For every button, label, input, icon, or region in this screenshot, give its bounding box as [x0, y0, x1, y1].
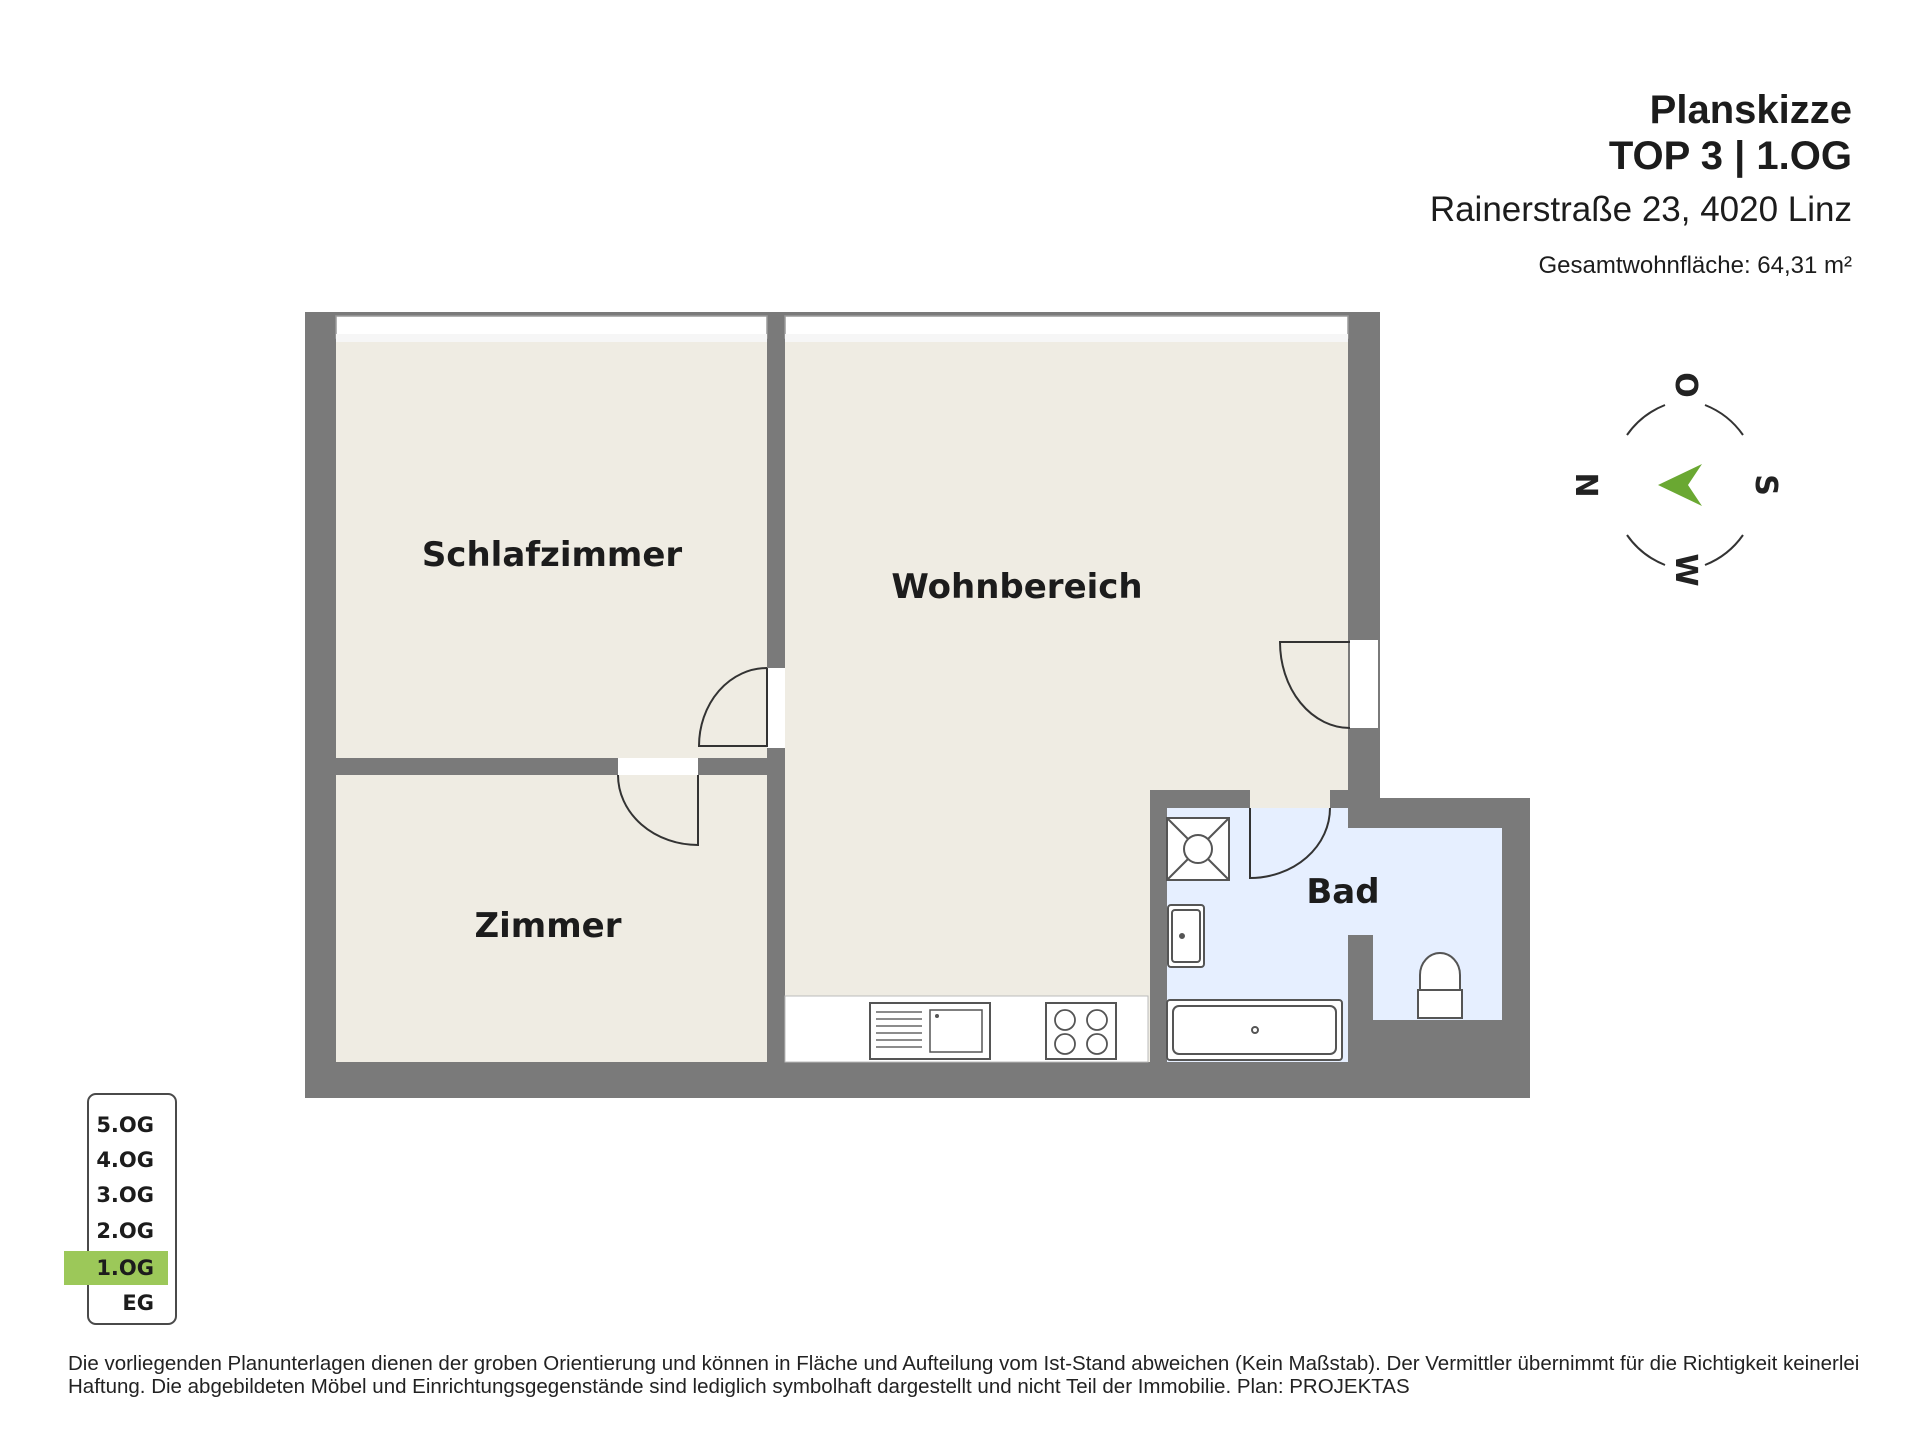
kitchen-sink: [869, 1002, 991, 1060]
kitchen-counter: [784, 995, 1149, 1063]
floor-selector: [87, 1093, 177, 1325]
doors: [617, 641, 1351, 880]
zimmer-floor: [336, 775, 767, 1062]
unit-label: TOP 3 | 1.OG: [1608, 134, 1852, 178]
bathtub: [1166, 999, 1343, 1061]
washbasin: [1167, 904, 1205, 968]
compass-label-top: O: [1668, 372, 1703, 398]
door-schlafzimmer: [697, 667, 768, 747]
floor-item[interactable]: 2.OG: [96, 1219, 154, 1243]
window: [336, 334, 767, 342]
door-entrance: [1278, 641, 1351, 729]
door-bad: [1249, 807, 1331, 880]
window: [785, 334, 1348, 342]
compass: O N S W: [1568, 372, 1785, 586]
floor-item[interactable]: 5.OG: [96, 1113, 154, 1137]
compass-label-right: S: [1748, 474, 1783, 496]
room-label-bad: Bad: [1306, 872, 1379, 912]
door-zimmer: [617, 774, 699, 847]
room-label-schlafzimmer: Schlafzimmer: [422, 535, 683, 575]
room-label-wohnbereich: Wohnbereich: [891, 567, 1142, 607]
stove: [1045, 1002, 1117, 1060]
room-label-zimmer: Zimmer: [475, 906, 622, 946]
washing-machine: [1166, 817, 1230, 881]
total-area: Gesamtwohnfläche: 64,31 m²: [1538, 252, 1853, 279]
compass-label-left: N: [1568, 472, 1603, 498]
compass-label-bottom: W: [1668, 553, 1703, 587]
floor-item[interactable]: 4.OG: [96, 1148, 154, 1172]
address: Rainerstraße 23, 4020 Linz: [1429, 190, 1852, 229]
plan-title: Planskizze: [1649, 88, 1852, 132]
floor-item-active[interactable]: 1.OG: [96, 1256, 154, 1280]
floor-active-highlight: [64, 1251, 168, 1285]
disclaimer: Die vorliegenden Planunterlagen dienen d…: [68, 1352, 1860, 1398]
floor-item[interactable]: EG: [122, 1291, 154, 1315]
floor-item[interactable]: 3.OG: [96, 1183, 154, 1207]
compass-ring: [1626, 404, 1744, 566]
toilet: [1417, 952, 1463, 1019]
schlafzimmer-floor: [336, 340, 767, 758]
north-arrow-icon: [1658, 464, 1702, 506]
